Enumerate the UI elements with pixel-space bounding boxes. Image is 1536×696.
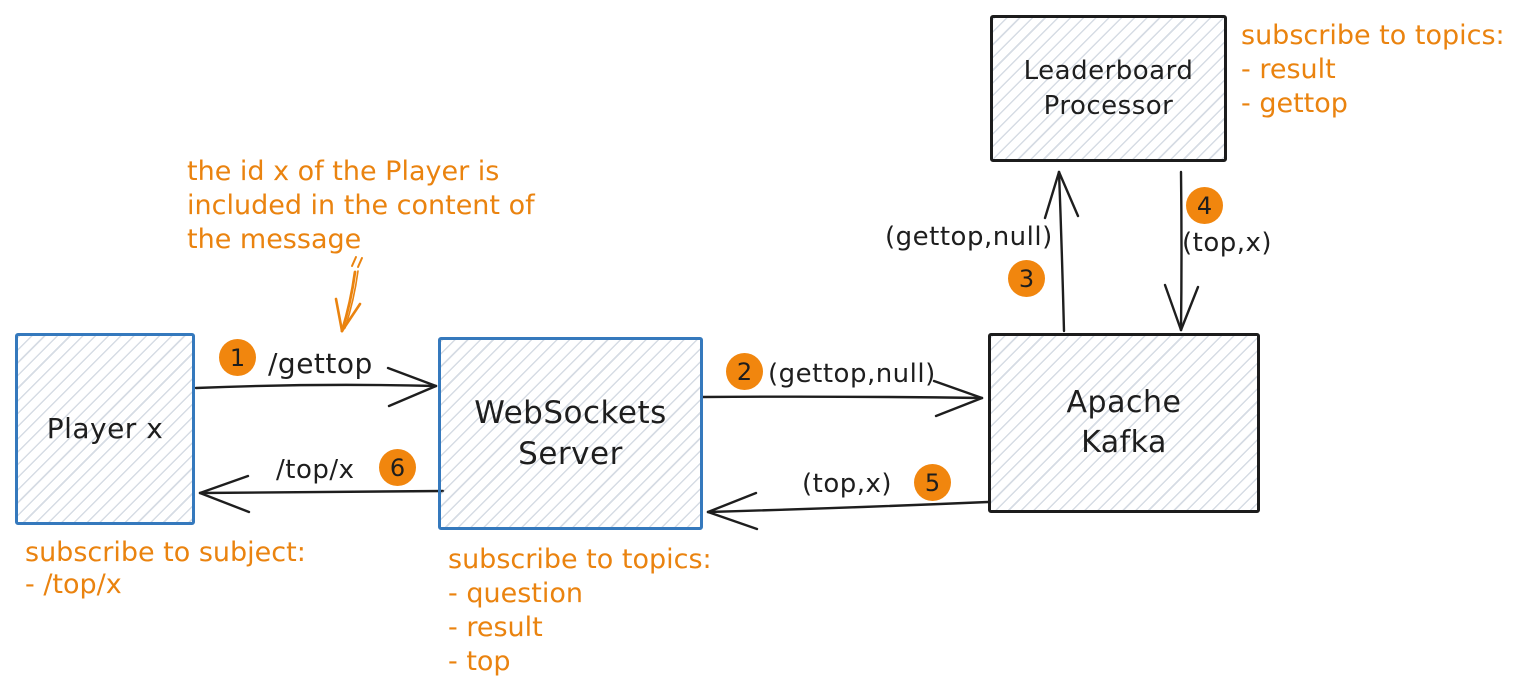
arrow-top-x-icon [706, 491, 990, 531]
player-subscribe-item: - /top/x [25, 569, 122, 600]
arrow-up-gettop-null-icon [1043, 170, 1080, 333]
node-player-label: Player x [46, 411, 164, 445]
node-leaderboard-processor: Leaderboard Processor [990, 15, 1227, 162]
edge-3-label: (gettop,null) [885, 222, 1053, 252]
lb-subscribe-title: subscribe to topics: [1241, 20, 1505, 51]
edge-2-label: (gettop,null) [768, 359, 936, 389]
edge-6-label: /top/x [276, 455, 355, 485]
node-kafka-label-line2: Kafka [1081, 425, 1167, 460]
edge-1-label: /gettop [268, 347, 373, 380]
ws-subscribe-item-result: - result [448, 612, 543, 643]
step-4-badge: 4 [1186, 187, 1223, 224]
node-websockets-server: WebSockets Server [438, 337, 703, 530]
ws-subscribe-item-question: - question [448, 578, 583, 609]
step-6-badge: 6 [379, 449, 416, 486]
step-5-badge: 5 [914, 464, 951, 501]
websockets-subscribe-note: subscribe to topics: - question - result… [448, 543, 712, 679]
player-id-note-line1: the id x of the Player is [187, 156, 500, 187]
node-leaderboard-label-line2: Processor [1043, 90, 1174, 121]
note-pointer-arrow-icon [334, 256, 363, 333]
ws-subscribe-item-top: - top [448, 646, 511, 677]
player-id-note: the id x of the Player is included in th… [187, 155, 535, 257]
arrow-gettop-icon [194, 366, 438, 408]
player-id-note-line2: included in the content of [187, 190, 535, 221]
node-websockets-label-line1: WebSockets [474, 394, 667, 431]
node-apache-kafka: Apache Kafka [988, 333, 1260, 513]
arrow-gettop-null-icon [701, 379, 984, 418]
leaderboard-subscribe-note: subscribe to topics: - result - gettop [1241, 19, 1505, 121]
player-subscribe-note: subscribe to subject: - /top/x [25, 537, 306, 601]
ws-subscribe-title: subscribe to topics: [448, 544, 712, 575]
arrow-top-x-subject-icon [198, 474, 445, 514]
edge-5-label: (top,x) [802, 469, 893, 499]
edge-4-label: (top,x) [1182, 228, 1273, 258]
step-3-badge: 3 [1008, 260, 1045, 297]
lb-subscribe-item-result: - result [1241, 54, 1336, 85]
player-subscribe-title: subscribe to subject: [25, 537, 306, 568]
lb-subscribe-item-gettop: - gettop [1241, 88, 1348, 119]
node-kafka-label-line1: Apache [1066, 385, 1182, 421]
node-player: Player x [15, 333, 195, 525]
step-1-badge: 1 [219, 339, 256, 376]
arrow-down-top-x-icon [1163, 170, 1200, 332]
node-leaderboard-label-line1: Leaderboard [1023, 56, 1194, 87]
step-2-badge: 2 [726, 353, 763, 390]
node-websockets-label-line2: Server [518, 435, 623, 472]
player-id-note-line3: the message [187, 224, 362, 255]
